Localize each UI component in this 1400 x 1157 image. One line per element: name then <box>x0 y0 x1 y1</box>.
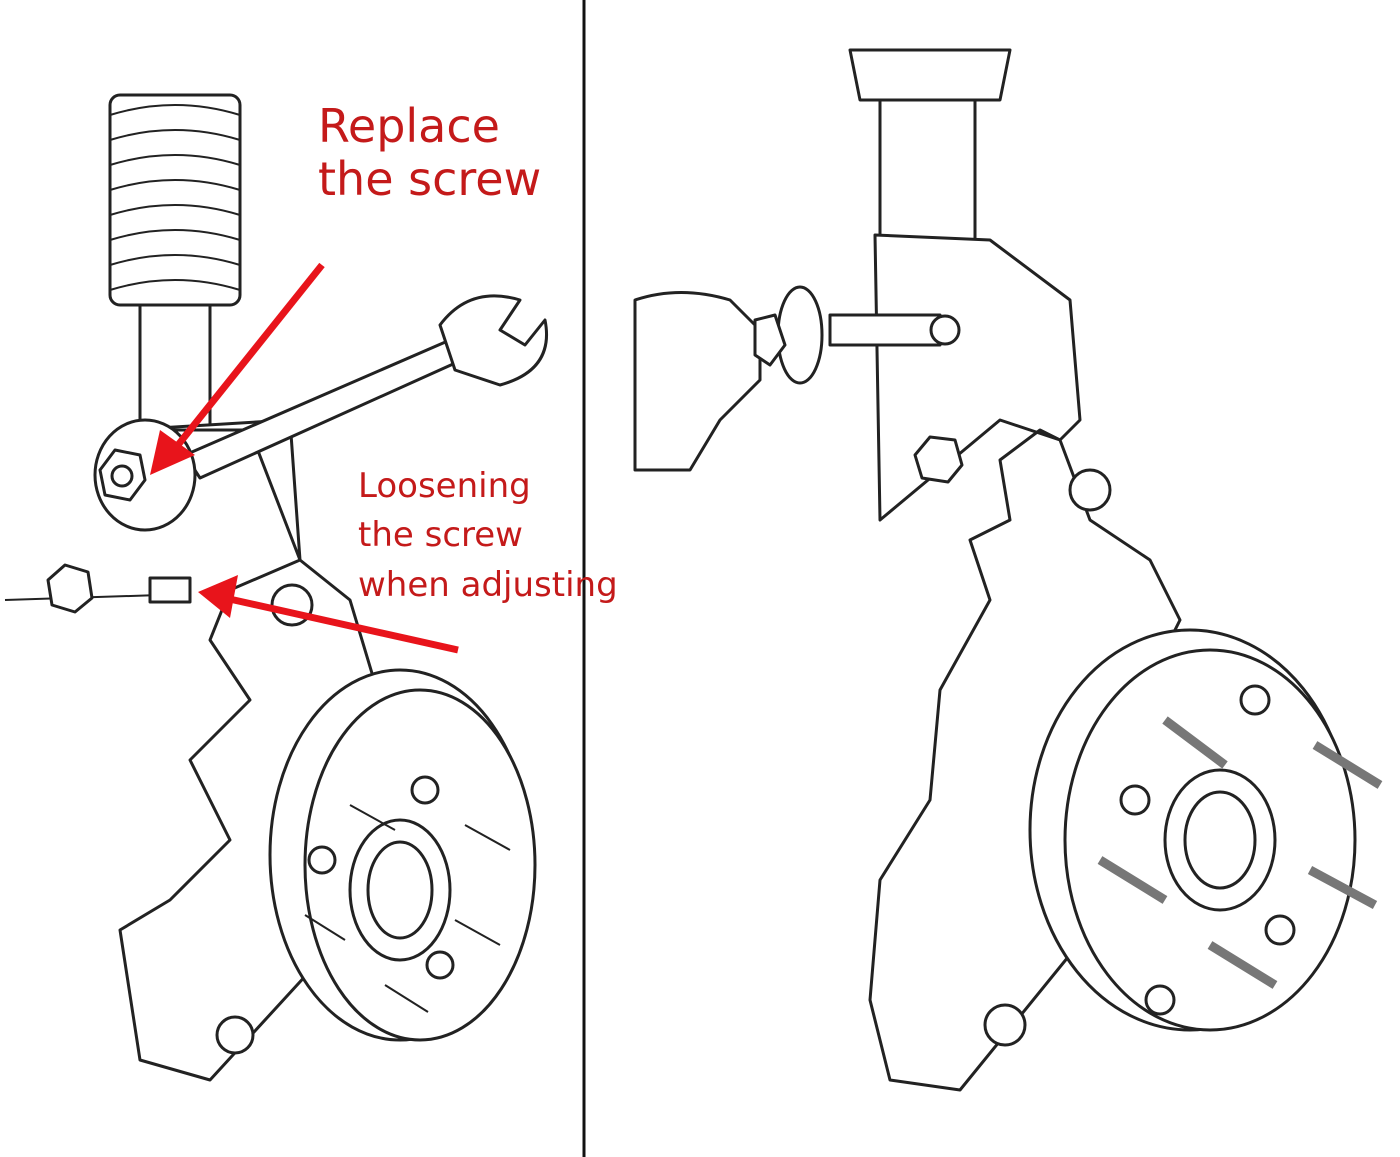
wrench <box>183 294 548 480</box>
replace-label-line2: the screw <box>318 151 542 206</box>
coil-spring <box>108 93 242 307</box>
right-strut-assembly <box>633 48 1383 1092</box>
loosen-label-line2: the screw <box>358 515 523 556</box>
loosen-label-line3: when adjusting <box>358 564 618 605</box>
replace-label-line1: Replace <box>318 99 500 153</box>
arrow-to-adjusting-bolt <box>198 575 459 654</box>
wheel-hub <box>268 668 537 1042</box>
strut-tube <box>878 98 977 242</box>
top-bolt-head <box>93 418 197 532</box>
loosen-label-line1: Loosening <box>358 466 531 506</box>
strut-tube <box>138 303 212 432</box>
arrow-to-top-bolt <box>150 262 325 475</box>
loosening-screw-label: Loosening the screw when adjusting <box>358 462 618 610</box>
adjusting-bolt <box>4 563 192 614</box>
top-bolt <box>913 435 964 484</box>
spring-seat <box>848 48 1012 102</box>
hand-holding-bolt <box>633 285 961 472</box>
replace-screw-label: Replace the screw <box>318 100 541 206</box>
wheel-hub <box>1028 628 1383 1032</box>
